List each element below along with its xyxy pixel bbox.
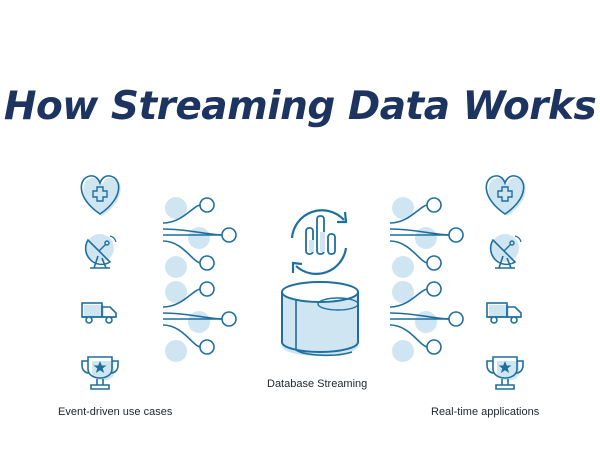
- right-flow-lines-bottom: [389, 280, 464, 363]
- trophy-icon: [486, 356, 524, 390]
- heart-cross-icon: [80, 175, 122, 217]
- satellite-dish-icon: [84, 233, 117, 269]
- bar-chart-icon: [305, 215, 336, 255]
- right-label: Real-time applications: [431, 406, 540, 418]
- truck-icon: [81, 302, 117, 324]
- left-flow-lines-bottom: [162, 280, 237, 363]
- right-flow-lines-top: [389, 196, 464, 279]
- page-title: How Streaming Data Works: [3, 84, 597, 129]
- left-label: Event-driven use cases: [58, 406, 173, 418]
- truck-icon: [486, 302, 522, 324]
- left-flow-lines-top: [162, 196, 237, 279]
- database-cylinder-icon: [281, 281, 359, 357]
- cycle-arrows-icon: [290, 209, 348, 275]
- center-label: Database Streaming: [267, 378, 368, 390]
- heart-cross-icon: [485, 175, 527, 217]
- trophy-icon: [81, 356, 119, 390]
- satellite-dish-icon: [489, 233, 522, 269]
